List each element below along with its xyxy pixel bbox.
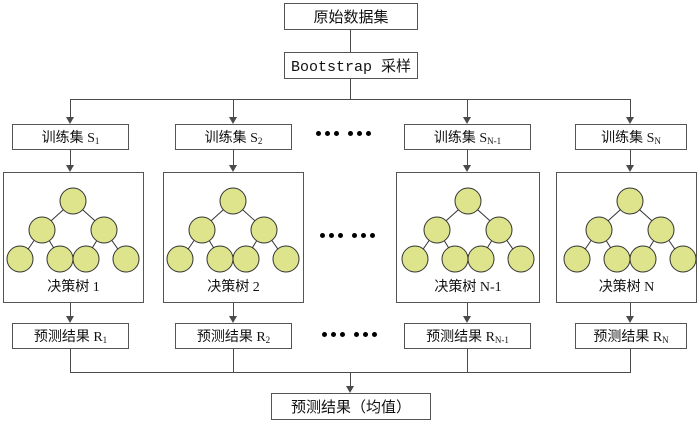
decision-tree-label-2: 决策树 2 bbox=[207, 280, 260, 295]
prediction-result-box-4: 预测结果 RN bbox=[575, 323, 687, 349]
connector-pred-to-merge-2 bbox=[233, 349, 234, 372]
arrow-train-to-tree-1 bbox=[66, 165, 74, 172]
connector-pred-to-merge-3 bbox=[467, 349, 468, 372]
fanout-drop-2 bbox=[233, 99, 234, 117]
tree-graphic-3 bbox=[401, 187, 535, 273]
training-set-box-4: 训练集 SN bbox=[575, 124, 687, 150]
arrow-train-to-tree-3 bbox=[463, 165, 471, 172]
prediction-result-subscript-3: N-1 bbox=[494, 335, 509, 345]
decision-tree-box-4: 决策树 N bbox=[556, 172, 697, 303]
prediction-result-subscript-1: 1 bbox=[102, 335, 108, 345]
decision-tree-box-2: 决策树 2 bbox=[163, 172, 304, 303]
fanout-drop-1 bbox=[70, 99, 71, 117]
original-dataset-label: 原始数据集 bbox=[313, 10, 389, 26]
fanout-arrow-3 bbox=[463, 117, 471, 124]
decision-tree-label-1: 决策树 1 bbox=[47, 280, 100, 295]
training-set-box-3: 训练集 SN-1 bbox=[404, 124, 531, 150]
tree-graphic-4 bbox=[563, 187, 696, 273]
connector-tree-to-pred-2 bbox=[233, 303, 234, 316]
decision-tree-label-4: 决策树 N bbox=[598, 280, 655, 295]
ellipsis-group-b bbox=[348, 131, 371, 136]
fanout-drop-3 bbox=[467, 99, 468, 117]
connector-bootstrap-to-fanout bbox=[350, 79, 351, 99]
prediction-result-label-3: 预测结果 RN-1 bbox=[426, 330, 509, 345]
connector-train-to-tree-4 bbox=[630, 150, 631, 165]
training-set-label-2: 训练集 S2 bbox=[204, 131, 263, 146]
prediction-result-box-2: 预测结果 R2 bbox=[175, 323, 292, 349]
original-dataset-box: 原始数据集 bbox=[284, 3, 418, 30]
training-set-label-3: 训练集 SN-1 bbox=[433, 131, 502, 146]
training-set-box-2: 训练集 S2 bbox=[175, 124, 292, 150]
bootstrap-sampling-label: Bootstrap 采样 bbox=[290, 59, 411, 76]
prediction-result-subscript-4: N bbox=[662, 335, 669, 345]
connector-tree-to-pred-3 bbox=[467, 303, 468, 316]
connector-train-to-tree-1 bbox=[70, 150, 71, 165]
arrow-tree-to-pred-2 bbox=[229, 316, 237, 323]
arrow-train-to-tree-2 bbox=[229, 165, 237, 172]
fanout-arrow-1 bbox=[66, 117, 74, 124]
ellipsis-prediction-results bbox=[322, 332, 377, 337]
connector-pred-to-merge-1 bbox=[70, 349, 71, 372]
prediction-result-box-3: 预测结果 RN-1 bbox=[404, 323, 531, 349]
training-set-subscript-3: N-1 bbox=[487, 136, 502, 146]
prediction-result-label-1: 预测结果 R1 bbox=[33, 330, 108, 345]
ellipsis-group-b bbox=[352, 233, 375, 238]
ellipsis-training-sets bbox=[316, 131, 371, 136]
training-set-label-1: 训练集 S1 bbox=[41, 131, 100, 146]
decision-tree-label-3: 决策树 N-1 bbox=[434, 280, 502, 295]
tree-graphic-2 bbox=[166, 187, 300, 273]
arrow-tree-to-pred-4 bbox=[626, 316, 634, 323]
training-set-subscript-4: N bbox=[654, 136, 661, 146]
decision-tree-box-1: 决策树 1 bbox=[3, 172, 144, 303]
connector-tree-to-pred-1 bbox=[70, 303, 71, 316]
connector-orig-to-bootstrap bbox=[350, 30, 351, 52]
training-set-box-1: 训练集 S1 bbox=[12, 124, 129, 150]
ellipsis-group-b bbox=[354, 332, 377, 337]
final-prediction-box: 预测结果（均值） bbox=[271, 393, 431, 420]
fanout-drop-4 bbox=[630, 99, 631, 117]
arrow-tree-to-pred-1 bbox=[66, 316, 74, 323]
arrow-tree-to-pred-3 bbox=[463, 316, 471, 323]
connector-train-to-tree-3 bbox=[467, 150, 468, 165]
ellipsis-group-a bbox=[320, 233, 343, 238]
arrow-train-to-tree-4 bbox=[626, 165, 634, 172]
final-prediction-label: 预测结果（均值） bbox=[290, 400, 411, 416]
fanout-arrow-2 bbox=[229, 117, 237, 124]
connector-train-to-tree-2 bbox=[233, 150, 234, 165]
prediction-result-subscript-2: 2 bbox=[265, 335, 271, 345]
prediction-result-label-4: 预测结果 RN bbox=[593, 330, 669, 345]
prediction-result-label-2: 预测结果 R2 bbox=[196, 330, 271, 345]
ellipsis-group-a bbox=[322, 332, 345, 337]
tree-graphic-1 bbox=[6, 187, 140, 273]
connector-merge-to-final bbox=[350, 372, 351, 386]
connector-tree-to-pred-4 bbox=[630, 303, 631, 316]
ellipsis-decision-trees bbox=[320, 233, 375, 238]
arrow-merge-to-final bbox=[346, 386, 354, 393]
training-set-label-4: 训练集 SN bbox=[601, 131, 661, 146]
fanout-bus-bar bbox=[70, 99, 631, 100]
connector-pred-to-merge-4 bbox=[630, 349, 631, 372]
prediction-result-box-1: 预测结果 R1 bbox=[12, 323, 129, 349]
bootstrap-sampling-box: Bootstrap 采样 bbox=[284, 52, 418, 79]
fanout-arrow-4 bbox=[626, 117, 634, 124]
training-set-subscript-2: 2 bbox=[257, 136, 263, 146]
training-set-subscript-1: 1 bbox=[94, 136, 100, 146]
ellipsis-group-a bbox=[316, 131, 339, 136]
decision-tree-box-3: 决策树 N-1 bbox=[396, 172, 540, 303]
